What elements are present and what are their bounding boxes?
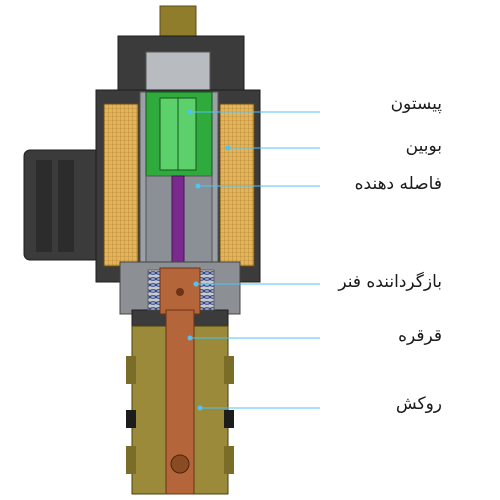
label-piston: پیستون [390,94,442,114]
label-spacer: فاصله دهنده [354,174,442,194]
piston [145,91,213,177]
spacer [145,175,213,273]
leader-dot-spacer [195,183,201,189]
upper-housing [117,35,245,93]
electrical-connector [23,149,101,261]
leader-dot-sleeve [197,405,203,411]
leader-dot-coil [225,145,231,151]
label-coil: بوبین [405,136,442,156]
leader-lines [187,109,320,411]
label-spool: قرقره [398,326,442,346]
spool [159,267,201,495]
leader-dot-return-spring [193,281,199,287]
leader-dot-piston [187,109,193,115]
coil-winding [103,103,255,267]
leader-dot-spool [187,335,193,341]
label-return-spring: بازگرداننده فنر [338,272,442,292]
label-sleeve: روکش [395,394,442,414]
